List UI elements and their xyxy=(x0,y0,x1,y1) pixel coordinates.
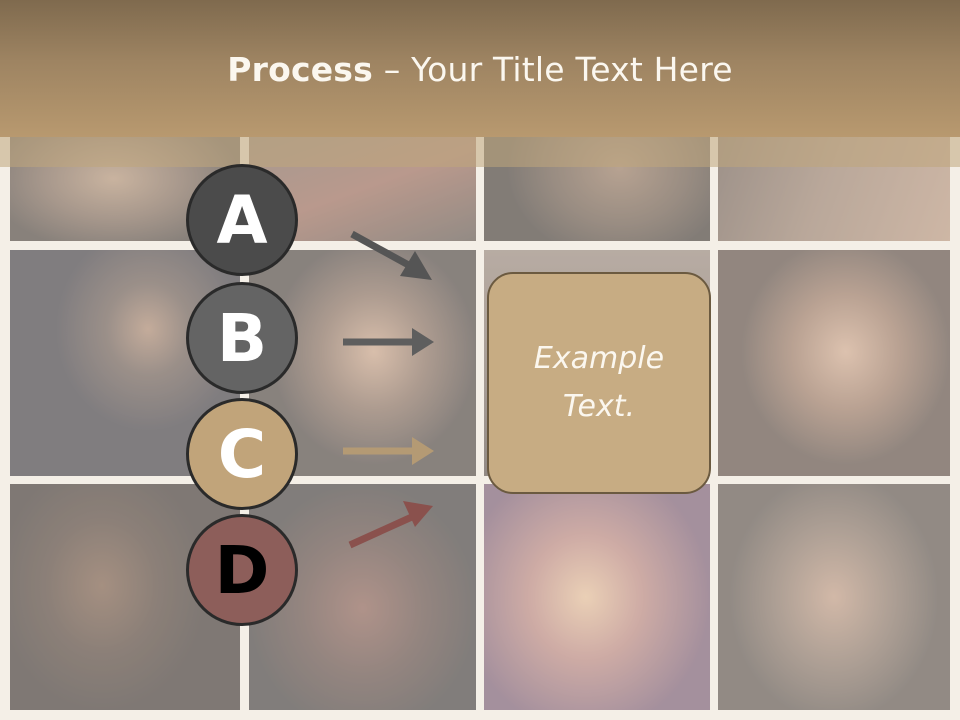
slide-title: Process – Your Title Text Here xyxy=(0,50,960,89)
title-rest: Your Title Text Here xyxy=(411,50,733,89)
step-letter-c: C xyxy=(217,415,267,493)
title-bold: Process xyxy=(227,50,373,89)
step-circle-c: C xyxy=(186,398,298,510)
arrow-a xyxy=(350,230,432,280)
step-circle-d: D xyxy=(186,514,298,626)
step-letter-b: B xyxy=(216,299,268,377)
photo-woman-singing xyxy=(718,250,950,476)
title-band-shadow xyxy=(0,137,960,167)
arrow-b xyxy=(343,328,434,356)
step-circle-b: B xyxy=(186,282,298,394)
step-letter-d: D xyxy=(214,531,270,609)
example-text-box: Example Text. xyxy=(487,272,711,494)
example-line-2: Text. xyxy=(562,389,636,424)
example-line-1: Example xyxy=(533,341,665,376)
photo-boy-headphones xyxy=(718,484,950,710)
photo-dancer-lights xyxy=(484,484,710,710)
step-letter-a: A xyxy=(216,181,268,259)
step-circle-a: A xyxy=(186,164,298,276)
arrow-d xyxy=(348,501,433,549)
title-separator: – xyxy=(373,50,412,89)
arrow-c xyxy=(343,437,434,465)
title-band xyxy=(0,0,960,137)
